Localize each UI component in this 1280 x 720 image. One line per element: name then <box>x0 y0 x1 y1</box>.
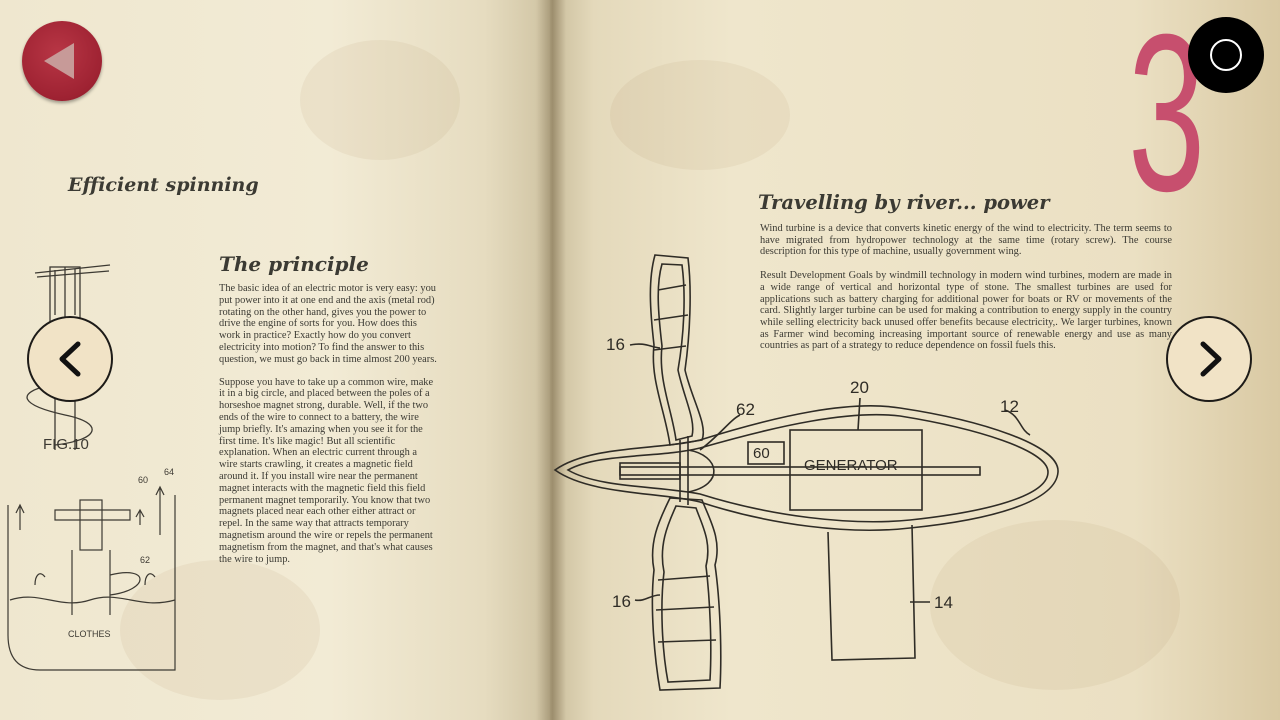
back-button[interactable] <box>22 21 102 101</box>
right-page <box>550 0 1280 720</box>
book-spine <box>536 0 566 720</box>
callout-12: 12 <box>1000 397 1019 416</box>
wind-turbine-diagram: 16 16 62 20 12 60 GENERATOR 14 <box>553 254 1059 691</box>
next-page-button[interactable] <box>1166 316 1252 402</box>
right-paragraph: Wind turbine is a device that converts k… <box>760 223 1172 258</box>
previous-page-button[interactable] <box>27 316 113 402</box>
back-arrow-icon <box>44 43 74 79</box>
right-page-title: Travelling by river... power <box>758 191 1050 214</box>
circle-icon <box>1210 39 1242 71</box>
chevron-right-icon <box>1200 341 1222 377</box>
fig10-label: FIG.10 <box>43 436 89 453</box>
principle-paragraph: The basic idea of an electric motor is v… <box>219 283 437 365</box>
callout-62: 62 <box>140 555 150 565</box>
paper-stain <box>300 40 460 160</box>
callout-64: 64 <box>164 467 174 477</box>
principle-paragraph: Suppose you have to take up a common wir… <box>219 376 434 565</box>
principle-title: The principle <box>219 252 369 276</box>
callout-60: 60 <box>138 475 148 485</box>
callout-16-top: 16 <box>606 335 625 354</box>
right-paragraph: Result Development Goals by windmill tec… <box>760 270 1172 352</box>
page-number: 3 <box>1128 0 1206 238</box>
callout-20: 20 <box>850 378 869 397</box>
principle-text: The basic idea of an electric motor is v… <box>219 283 437 576</box>
callout-16-bottom: 16 <box>612 592 631 611</box>
clothes-drawing: 60 64 62 CLOTHES <box>7 467 176 671</box>
left-page-heading: Efficient spinning <box>68 174 259 196</box>
right-page-text: Wind turbine is a device that converts k… <box>760 223 1172 364</box>
paper-stain <box>930 520 1180 690</box>
paper-stain <box>120 560 320 700</box>
home-button[interactable] <box>1188 17 1264 93</box>
generator-label: GENERATOR <box>804 457 898 474</box>
callout-62: 62 <box>736 400 755 419</box>
clothes-label: CLOTHES <box>68 629 111 639</box>
callout-60: 60 <box>753 445 770 462</box>
paper-stain <box>610 60 790 170</box>
chevron-left-icon <box>59 341 81 377</box>
left-page: Efficient spinning FIG.10 <box>0 0 550 720</box>
callout-14: 14 <box>934 593 953 612</box>
